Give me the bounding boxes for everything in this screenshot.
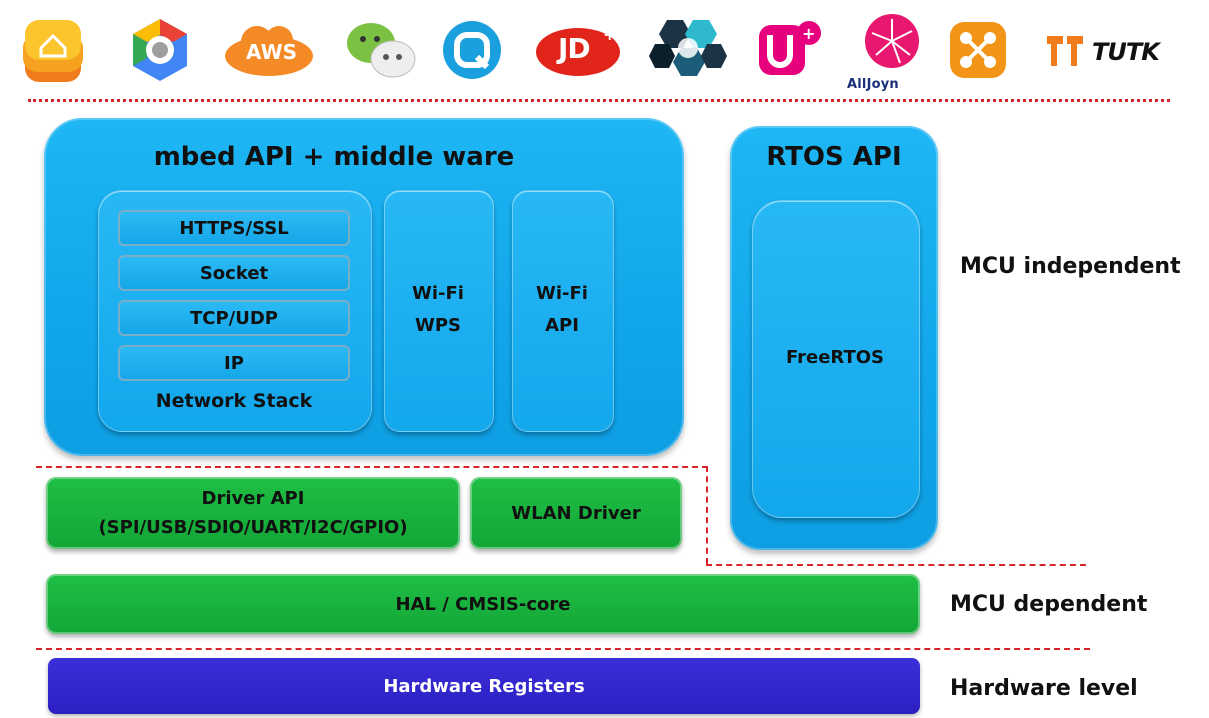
aws-logo-icon: AWS	[220, 10, 316, 90]
hardware-level-label: Hardware level	[950, 676, 1138, 701]
joyn-logo-icon	[944, 10, 1012, 90]
u-plus-logo-icon: +	[752, 10, 824, 90]
jd-logo-icon: + JD	[532, 10, 624, 90]
freertos-label: FreeRTOS	[785, 347, 885, 368]
socket-layer: Socket	[118, 255, 350, 291]
mcu-boundary-right	[706, 564, 1086, 566]
wlan-driver-block: WLAN Driver	[470, 477, 682, 549]
aws-logo-text: AWS	[246, 40, 298, 64]
driver-api-title: Driver API	[201, 488, 305, 509]
wifi-api-line2: API	[545, 315, 579, 336]
logo-separator-line	[28, 99, 1170, 102]
mbed-api-title: mbed API + middle ware	[153, 142, 515, 172]
alljoyn-logo-icon	[852, 6, 932, 76]
svg-text:+: +	[603, 25, 616, 44]
tcp-udp-layer: TCP/UDP	[118, 300, 350, 336]
homekit-logo-icon	[14, 10, 92, 90]
mcu-boundary-vertical	[706, 466, 708, 564]
google-cloud-logo-icon	[124, 10, 196, 90]
rtos-api-title: RTOS API	[766, 142, 902, 172]
hal-cmsis-core-block: HAL / CMSIS-core	[46, 574, 920, 634]
tutk-logo-icon	[1040, 10, 1090, 90]
driver-api-block: Driver API (SPI/USB/SDIO/UART/I2C/GPIO)	[46, 477, 460, 549]
wechat-logo-icon	[343, 10, 417, 90]
driver-api-interfaces: (SPI/USB/SDIO/UART/I2C/GPIO)	[98, 517, 408, 538]
alljoyn-caption: AllJoyn	[847, 77, 899, 92]
wifi-api-label: Wi-Fi API	[512, 278, 612, 342]
wifi-wps-line2: WPS	[414, 315, 461, 336]
qualcomm-q-logo-icon	[440, 10, 504, 90]
ip-layer: IP	[118, 345, 350, 381]
hardware-boundary-line	[36, 648, 1090, 650]
wifi-api-block	[512, 190, 614, 432]
jd-logo-text: JD	[558, 32, 591, 65]
svg-text:+: +	[802, 24, 815, 43]
wifi-wps-line1: Wi-Fi	[412, 283, 464, 304]
https-ssl-layer: HTTPS/SSL	[118, 210, 350, 246]
tutk-logo-text: TUTK	[1092, 38, 1160, 66]
wifi-api-line1: Wi-Fi	[536, 283, 588, 304]
mcu-boundary-top	[36, 466, 708, 468]
hardware-registers-block: Hardware Registers	[48, 658, 920, 714]
mcu-dependent-label: MCU dependent	[950, 592, 1148, 617]
freertos-block	[752, 200, 920, 518]
wifi-wps-block	[384, 190, 494, 432]
network-stack-label: Network Stack	[155, 390, 313, 412]
hexagon-cluster-logo-icon	[646, 10, 730, 90]
wifi-wps-label: Wi-Fi WPS	[384, 278, 492, 342]
mcu-independent-label: MCU independent	[960, 254, 1181, 279]
